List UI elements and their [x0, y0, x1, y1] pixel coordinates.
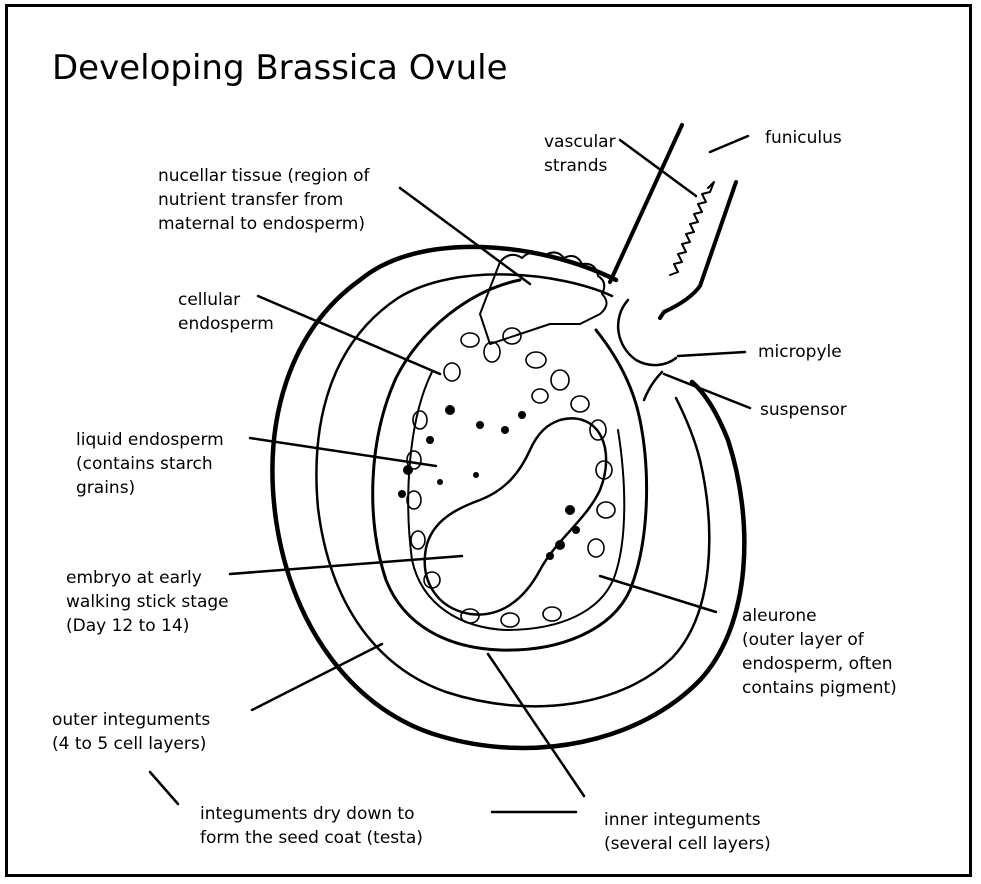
label-integuments-dry: integuments dry down to form the seed co…: [200, 802, 423, 850]
leader-nucellar: [400, 188, 530, 284]
leader-aleurone: [600, 576, 716, 612]
leader-micropyle: [678, 352, 745, 356]
label-nucellar-tissue: nucellar tissue (region of nutrient tran…: [158, 164, 370, 236]
outer-integument-shape: [273, 247, 745, 748]
leader-vascular: [620, 140, 696, 196]
label-suspensor: suspensor: [760, 398, 847, 422]
leader-dry-left: [150, 772, 178, 804]
inner-integument-shape: [316, 274, 709, 706]
leader-inner: [488, 654, 584, 796]
label-vascular-strands: vascular strands: [544, 130, 616, 178]
leader-embryo: [230, 556, 462, 574]
aleurone-inner-border: [408, 372, 624, 630]
leader-funiculus: [710, 136, 748, 152]
leader-outer: [252, 644, 382, 710]
funiculus-stalk: [610, 125, 736, 318]
label-liquid-endosperm: liquid endosperm (contains starch grains…: [76, 428, 224, 500]
suspensor-shape: [644, 372, 662, 400]
label-cellular-endosperm: cellular endosperm: [178, 288, 274, 336]
embryo-shape: [425, 418, 606, 614]
label-funiculus: funiculus: [765, 126, 842, 150]
label-aleurone: aleurone (outer layer of endosperm, ofte…: [742, 604, 897, 700]
label-inner-integuments: inner integuments (several cell layers): [604, 808, 771, 856]
label-micropyle: micropyle: [758, 340, 842, 364]
label-outer-integuments: outer integuments (4 to 5 cell layers): [52, 708, 210, 756]
leader-cellular: [258, 296, 440, 374]
label-embryo: embryo at early walking stick stage (Day…: [66, 566, 229, 638]
leader-liquid: [250, 438, 436, 466]
